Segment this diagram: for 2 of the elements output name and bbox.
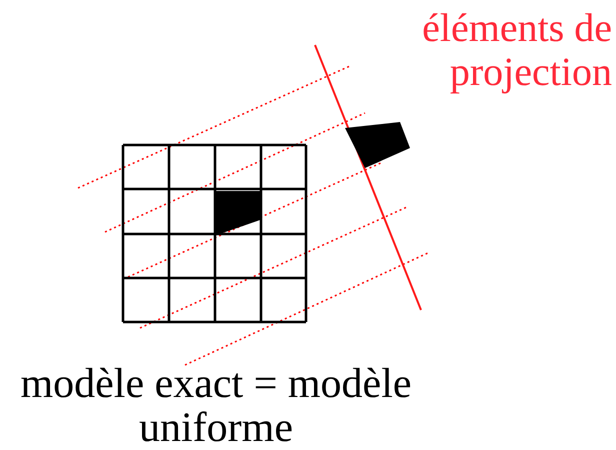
model-caption: modèle exact = modèle uniforme xyxy=(19,362,413,450)
projection-label: éléments de projection xyxy=(421,6,612,94)
